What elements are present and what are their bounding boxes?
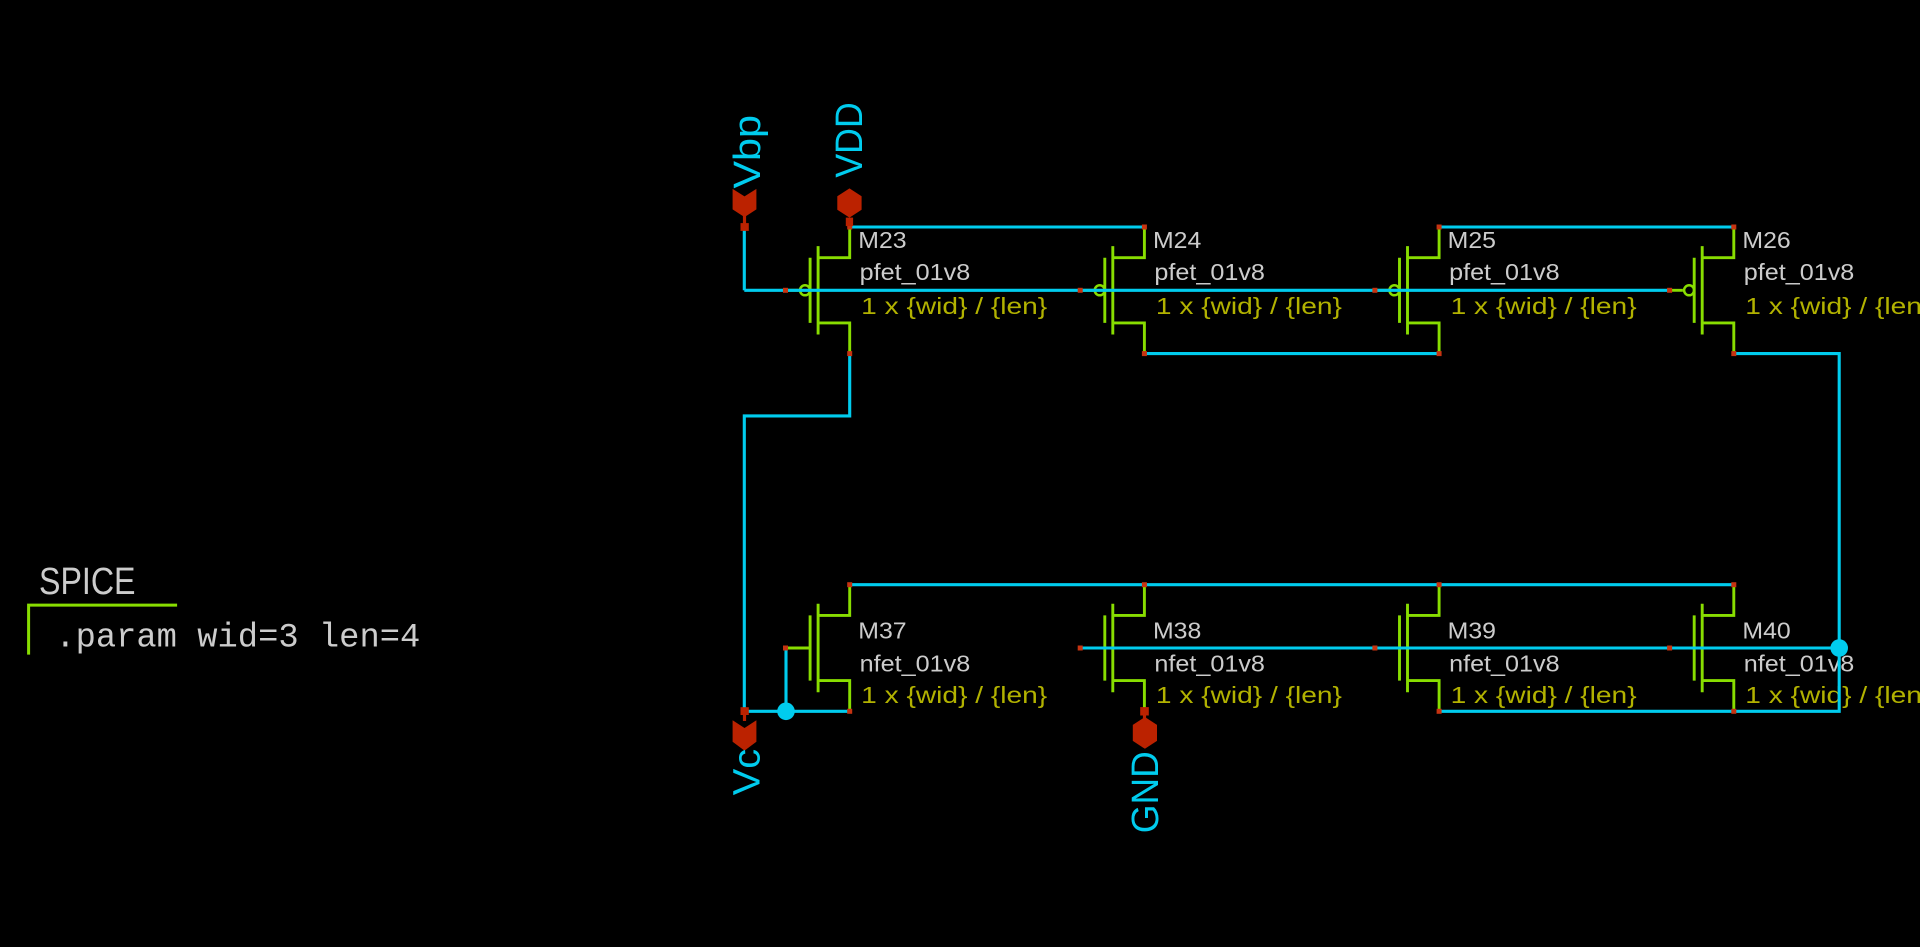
svg-text:1 x {wid} / {len}: 1 x {wid} / {len} xyxy=(1745,682,1920,708)
svg-text:nfet_01v8: nfet_01v8 xyxy=(1154,650,1265,676)
svg-text:GND: GND xyxy=(1125,751,1167,833)
svg-text:M39: M39 xyxy=(1448,618,1496,644)
svg-text:1 x {wid} / {len}: 1 x {wid} / {len} xyxy=(1156,293,1342,319)
svg-text:SPICE: SPICE xyxy=(39,560,136,602)
svg-text:pfet_01v8: pfet_01v8 xyxy=(860,259,971,285)
svg-text:M38: M38 xyxy=(1153,618,1201,644)
svg-text:Vc: Vc xyxy=(727,749,769,796)
svg-text:.param wid=3 len=4: .param wid=3 len=4 xyxy=(55,620,420,658)
svg-text:1 x {wid} / {len}: 1 x {wid} / {len} xyxy=(1451,293,1637,319)
svg-text:M37: M37 xyxy=(858,618,906,644)
svg-text:1 x {wid} / {len}: 1 x {wid} / {len} xyxy=(1156,682,1342,708)
svg-text:1 x {wid} / {len}: 1 x {wid} / {len} xyxy=(861,293,1047,319)
svg-text:nfet_01v8: nfet_01v8 xyxy=(860,650,971,676)
svg-text:nfet_01v8: nfet_01v8 xyxy=(1449,650,1560,676)
svg-text:1 x {wid} / {len}: 1 x {wid} / {len} xyxy=(861,682,1047,708)
svg-text:1 x {wid} / {len}: 1 x {wid} / {len} xyxy=(1745,293,1920,319)
svg-text:pfet_01v8: pfet_01v8 xyxy=(1744,259,1855,285)
svg-text:M26: M26 xyxy=(1742,227,1790,253)
svg-text:M24: M24 xyxy=(1153,227,1201,253)
svg-text:M40: M40 xyxy=(1742,618,1790,644)
svg-text:Vbp: Vbp xyxy=(727,115,769,189)
svg-text:M23: M23 xyxy=(858,227,906,253)
svg-text:1 x {wid} / {len}: 1 x {wid} / {len} xyxy=(1451,682,1637,708)
svg-text:M25: M25 xyxy=(1448,227,1496,253)
svg-text:VDD: VDD xyxy=(829,102,871,177)
svg-text:pfet_01v8: pfet_01v8 xyxy=(1449,259,1560,285)
svg-text:pfet_01v8: pfet_01v8 xyxy=(1154,259,1265,285)
